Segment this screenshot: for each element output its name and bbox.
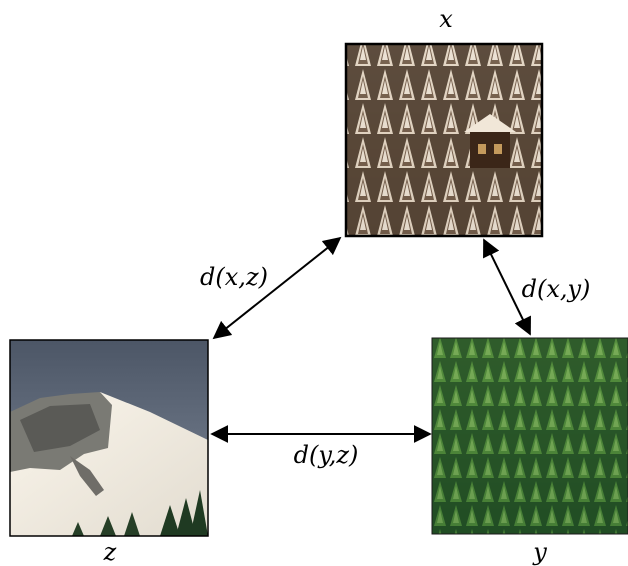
arrow-x-y xyxy=(483,238,531,336)
label-y: y xyxy=(532,538,547,566)
image-z-mountain xyxy=(9,339,209,537)
label-z: z xyxy=(103,538,117,566)
label-x: x xyxy=(439,5,453,33)
label-d-yz: d(y,z) xyxy=(294,441,359,469)
image-y-green-forest xyxy=(431,337,628,535)
image-x-snow-forest xyxy=(344,42,544,238)
arrow-x-z xyxy=(212,236,342,340)
label-d-xz: d(x,z) xyxy=(200,263,268,291)
label-d-xy: d(x,y) xyxy=(522,275,591,303)
